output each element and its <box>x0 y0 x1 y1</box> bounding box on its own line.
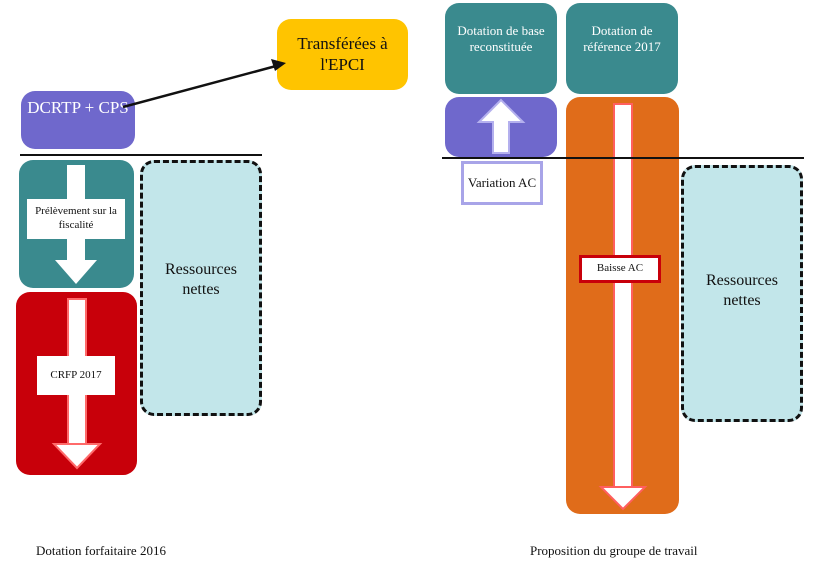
ressources-label-right: Ressources nettes <box>706 272 778 309</box>
dcrtp-box: DCRTP + CPS <box>21 91 135 149</box>
dotation-base-box: Dotation de base reconstituée <box>445 3 557 94</box>
caption-left: Dotation forfaitaire 2016 <box>36 543 166 558</box>
up-arrow-icon <box>476 98 526 154</box>
crfp-label: CRFP 2017 <box>37 356 115 395</box>
ressources-box-left: Ressources nettes <box>140 160 262 416</box>
baseline-right <box>442 157 804 159</box>
dcrtp-label: DCRTP + CPS <box>27 98 129 117</box>
baisse-box <box>566 97 679 514</box>
transfer-label: Transférées à l'EPCI <box>297 34 388 75</box>
down-arrow-icon <box>598 103 648 511</box>
dotation-reference-box: Dotation de référence 2017 <box>566 3 678 94</box>
baisse-label: Baisse AC <box>579 255 661 283</box>
transfer-box: Transférées à l'EPCI <box>277 19 408 90</box>
caption-right: Proposition du groupe de travail <box>530 543 698 558</box>
variation-label: Variation AC <box>461 161 543 205</box>
prelevement-label: Prélèvement sur la fiscalité <box>27 199 125 239</box>
ressources-box-right: Ressources nettes <box>681 165 803 422</box>
dotation-base-label: Dotation de base reconstituée <box>457 23 545 55</box>
ressources-label-left: Ressources nettes <box>165 261 237 298</box>
baseline-left <box>20 154 262 156</box>
variation-box <box>445 97 557 157</box>
dotation-reference-label: Dotation de référence 2017 <box>583 23 661 55</box>
